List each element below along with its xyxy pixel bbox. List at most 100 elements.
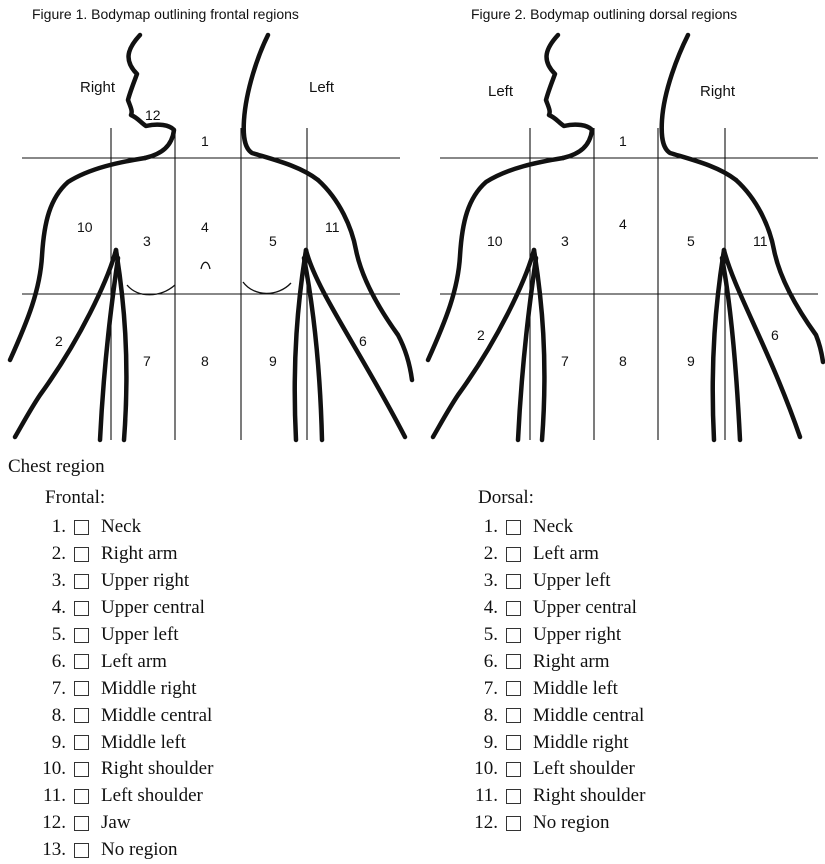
frontal-item-middle-left[interactable]: 9.Middle left bbox=[30, 729, 213, 756]
item-number: 1. bbox=[30, 516, 74, 538]
item-number: 5. bbox=[30, 624, 74, 646]
figure1-region-12: 12 bbox=[145, 107, 161, 123]
checkbox[interactable] bbox=[506, 628, 521, 643]
figure1-bodymap: Right Left 12 1 10 3 4 5 11 2 7 8 9 6 bbox=[10, 35, 412, 440]
item-number: 2. bbox=[30, 543, 74, 565]
item-label: Middle left bbox=[101, 732, 186, 754]
frontal-item-middle-right[interactable]: 7. Middle right bbox=[30, 675, 213, 702]
frontal-item-middle-central[interactable]: 8.Middle central bbox=[30, 702, 213, 729]
bodymap-figures: Right Left 12 1 10 3 4 5 11 2 7 8 9 6 bbox=[0, 0, 825, 445]
item-number: 3. bbox=[30, 570, 74, 592]
item-number: 7. bbox=[30, 678, 74, 700]
dorsal-item-middle-central[interactable]: 8.Middle central bbox=[462, 702, 645, 729]
item-number: 4. bbox=[462, 597, 506, 619]
figure1-region-4: 4 bbox=[201, 219, 209, 235]
checkbox[interactable] bbox=[74, 681, 89, 696]
checkbox[interactable] bbox=[506, 601, 521, 616]
checkbox[interactable] bbox=[506, 816, 521, 831]
frontal-item-right-shoulder[interactable]: 10. Right shoulder bbox=[30, 756, 213, 783]
dorsal-item-upper-right[interactable]: 5.Upper right bbox=[462, 622, 645, 649]
checkbox[interactable] bbox=[74, 789, 89, 804]
checkbox[interactable] bbox=[74, 843, 89, 858]
item-label: Right shoulder bbox=[101, 758, 213, 780]
figure1-region-5: 5 bbox=[269, 233, 277, 249]
item-label: Right arm bbox=[101, 543, 178, 565]
item-label: Upper left bbox=[533, 570, 611, 592]
checkbox[interactable] bbox=[506, 735, 521, 750]
checkbox[interactable] bbox=[74, 628, 89, 643]
checkbox[interactable] bbox=[74, 547, 89, 562]
checkbox[interactable] bbox=[506, 520, 521, 535]
item-label: Upper right bbox=[533, 624, 621, 646]
dorsal-item-neck[interactable]: 1. Neck bbox=[462, 514, 645, 541]
checkbox[interactable] bbox=[74, 708, 89, 723]
item-number: 8. bbox=[30, 705, 74, 727]
item-number: 10. bbox=[30, 758, 74, 780]
frontal-item-neck[interactable]: 1. Neck bbox=[30, 514, 213, 541]
item-label: Left arm bbox=[533, 543, 599, 565]
frontal-item-left-arm[interactable]: 6. Left arm bbox=[30, 648, 213, 675]
dorsal-item-left-arm[interactable]: 2.Left arm bbox=[462, 541, 645, 568]
checkbox[interactable] bbox=[506, 574, 521, 589]
checkbox[interactable] bbox=[506, 654, 521, 669]
dorsal-item-upper-left[interactable]: 3.Upper left bbox=[462, 568, 645, 595]
figure1-side-right: Right bbox=[80, 79, 116, 96]
checkbox[interactable] bbox=[74, 601, 89, 616]
figure1-region-1: 1 bbox=[201, 133, 209, 149]
figure1-region-8: 8 bbox=[201, 353, 209, 369]
item-label: Upper central bbox=[101, 597, 205, 619]
dorsal-item-middle-right[interactable]: 9.Middle right bbox=[462, 729, 645, 756]
figure1-region-10: 10 bbox=[77, 219, 93, 235]
figure2-region-2: 2 bbox=[477, 327, 485, 343]
checkbox[interactable] bbox=[506, 789, 521, 804]
figure1-body-outline bbox=[10, 35, 412, 440]
checkbox[interactable] bbox=[74, 762, 89, 777]
dorsal-item-right-shoulder[interactable]: 11.Right shoulder bbox=[462, 783, 645, 810]
item-label: Upper central bbox=[533, 597, 637, 619]
item-label: Left arm bbox=[101, 651, 167, 673]
item-label: Neck bbox=[533, 516, 573, 538]
checkbox[interactable] bbox=[74, 654, 89, 669]
frontal-item-right-arm[interactable]: 2. Right arm bbox=[30, 541, 213, 568]
checkbox[interactable] bbox=[74, 574, 89, 589]
figure2-region-8: 8 bbox=[619, 353, 627, 369]
dorsal-item-upper-central[interactable]: 4. Upper central bbox=[462, 595, 645, 622]
item-number: 1. bbox=[462, 516, 506, 538]
item-number: 11. bbox=[30, 785, 74, 807]
figure1-region-7: 7 bbox=[143, 353, 151, 369]
figure1-region-2: 2 bbox=[55, 333, 63, 349]
item-label: Neck bbox=[101, 516, 141, 538]
figure1-chest-marks bbox=[127, 262, 291, 295]
dorsal-item-middle-left[interactable]: 7.Middle left bbox=[462, 675, 645, 702]
chest-region-heading: Chest region bbox=[8, 456, 105, 478]
figure1-region-3: 3 bbox=[143, 233, 151, 249]
dorsal-item-left-shoulder[interactable]: 10.Left shoulder bbox=[462, 756, 645, 783]
item-number: 6. bbox=[462, 651, 506, 673]
item-label: Middle left bbox=[533, 678, 618, 700]
figure2-side-right: Right bbox=[700, 83, 736, 100]
checkbox[interactable] bbox=[506, 762, 521, 777]
frontal-item-upper-central[interactable]: 4.Upper central bbox=[30, 595, 213, 622]
frontal-item-left-shoulder[interactable]: 11. Left shoulder bbox=[30, 783, 213, 810]
checkbox[interactable] bbox=[74, 816, 89, 831]
checkbox[interactable] bbox=[506, 547, 521, 562]
checkbox[interactable] bbox=[74, 735, 89, 750]
item-label: Middle right bbox=[101, 678, 197, 700]
item-label: Left shoulder bbox=[101, 785, 203, 807]
item-number: 6. bbox=[30, 651, 74, 673]
frontal-item-upper-left[interactable]: 5.Upper left bbox=[30, 622, 213, 649]
checkbox[interactable] bbox=[506, 681, 521, 696]
frontal-item-no-region[interactable]: 13.No region bbox=[30, 837, 213, 864]
item-number: 12. bbox=[30, 812, 74, 834]
frontal-item-upper-right[interactable]: 3. Upper right bbox=[30, 568, 213, 595]
item-label: Upper right bbox=[101, 570, 189, 592]
figure1-region-11: 11 bbox=[325, 219, 340, 235]
item-number: 9. bbox=[462, 732, 506, 754]
dorsal-item-right-arm[interactable]: 6.Right arm bbox=[462, 648, 645, 675]
figure2-region-4: 4 bbox=[619, 216, 627, 232]
checkbox[interactable] bbox=[74, 520, 89, 535]
frontal-item-jaw[interactable]: 12.Jaw bbox=[30, 810, 213, 837]
dorsal-item-no-region[interactable]: 12.No region bbox=[462, 810, 645, 837]
figure2-region-11: 11 bbox=[753, 233, 768, 249]
checkbox[interactable] bbox=[506, 708, 521, 723]
